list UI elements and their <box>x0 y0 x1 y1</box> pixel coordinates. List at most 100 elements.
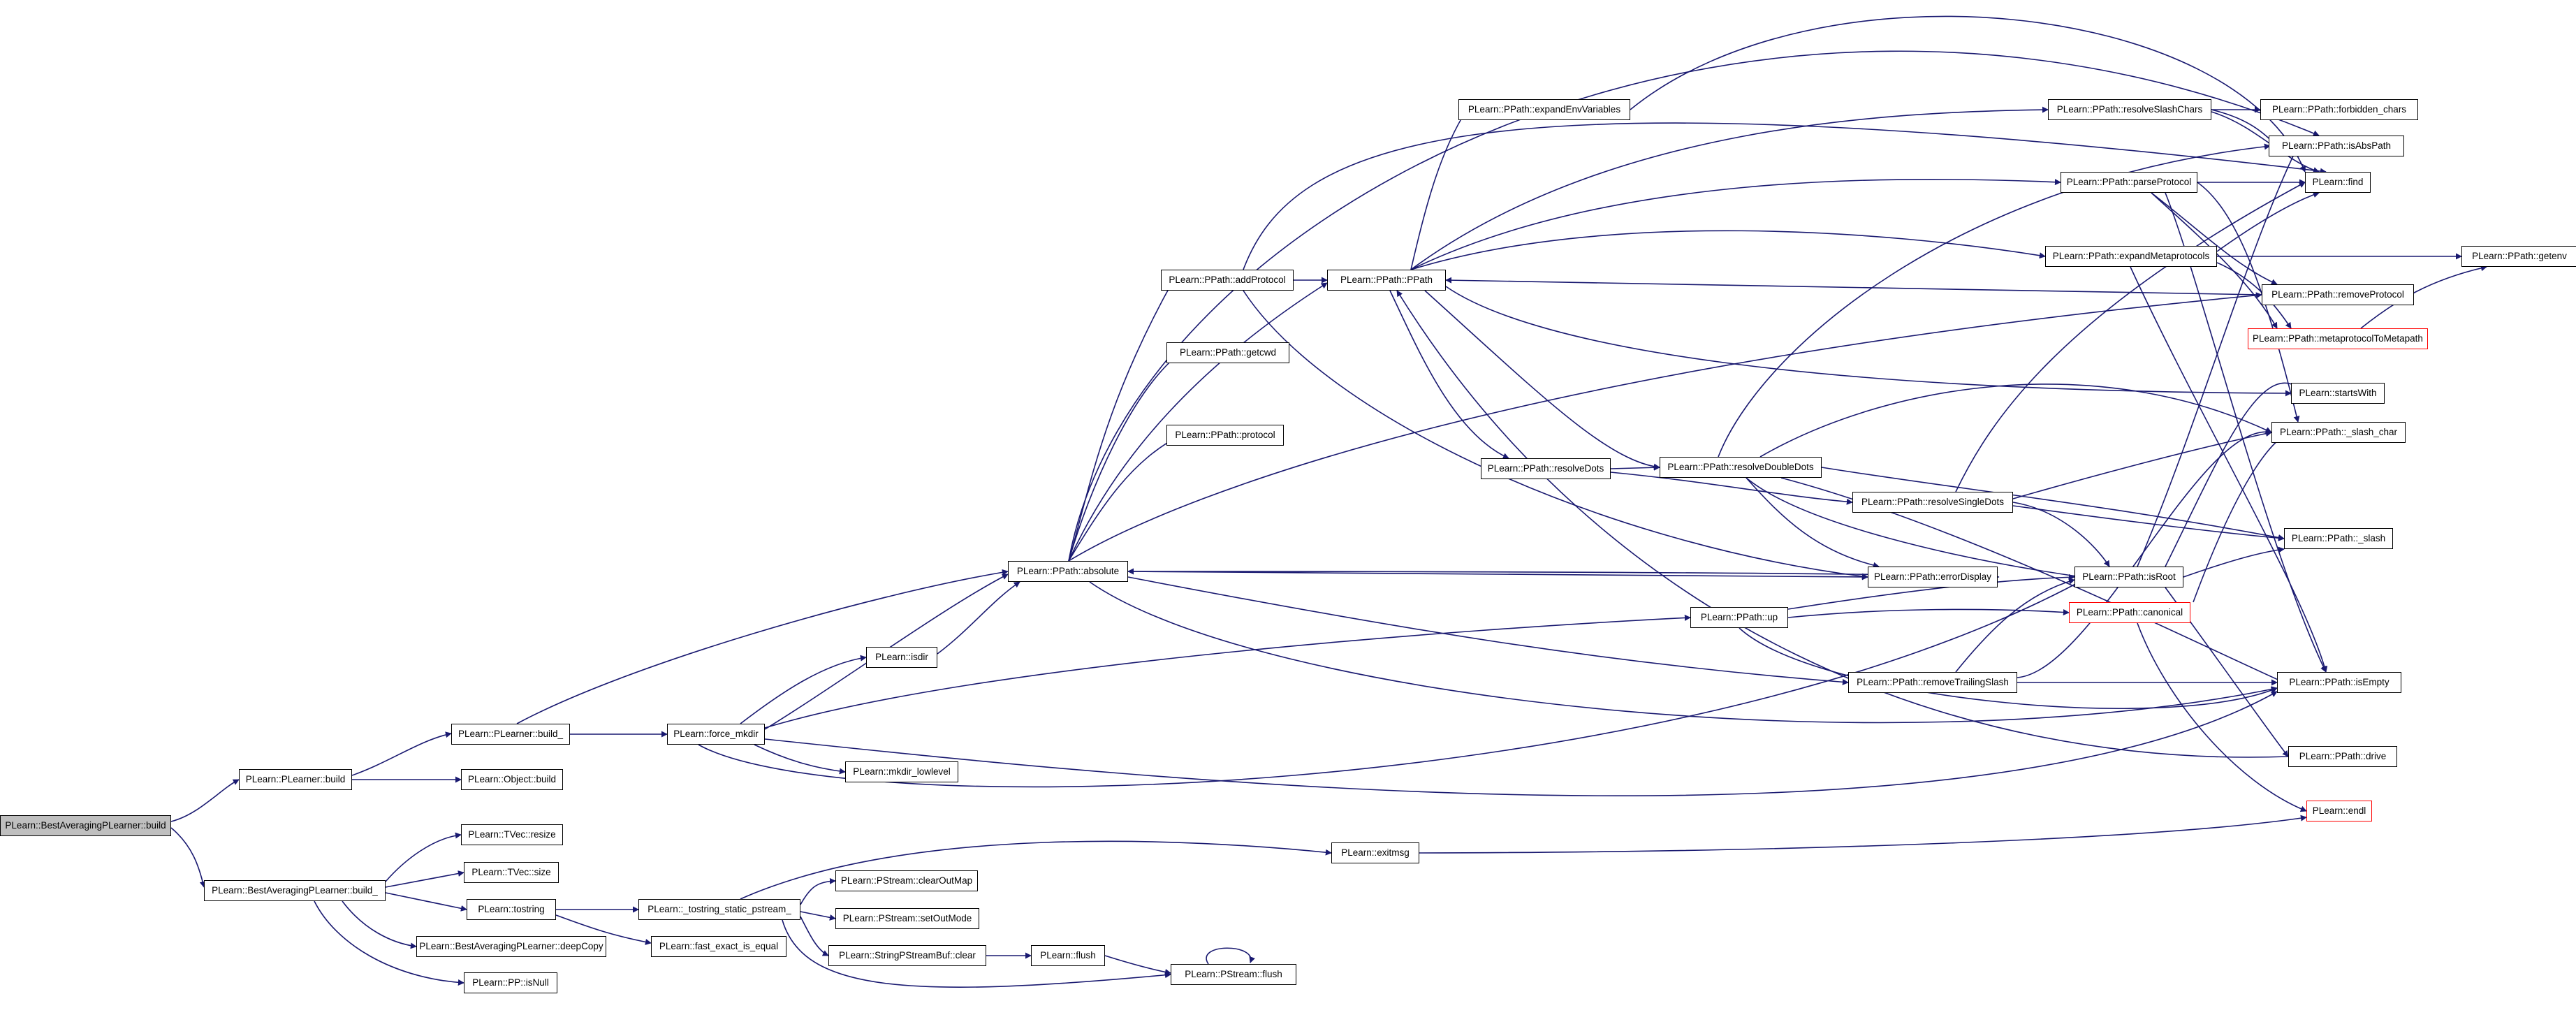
node-ppath-resolveslashchars[interactable]: PLearn::PPath::resolveSlashChars <box>2048 99 2211 120</box>
call-edge <box>1068 292 2262 562</box>
node-plearner-build-underscore[interactable]: PLearn::PLearner::build_ <box>451 724 570 745</box>
node-isdir[interactable]: PLearn::isdir <box>866 647 937 668</box>
node-ppath-isempty[interactable]: PLearn::PPath::isEmpty <box>2277 672 2401 693</box>
node-force-mkdir[interactable]: PLearn::force_mkdir <box>667 724 765 745</box>
node-ppath-isroot[interactable]: PLearn::PPath::isRoot <box>2074 567 2183 587</box>
call-edge <box>800 911 836 921</box>
node-flush[interactable]: PLearn::flush <box>1031 945 1105 966</box>
call-edge <box>698 576 2089 788</box>
call-edge <box>2183 546 2285 578</box>
node-bestaveraging-deepcopy[interactable]: PLearn::BestAveragingPLearner::deepCopy <box>416 936 606 957</box>
node-fast-exact-is-equal[interactable]: PLearn::fast_exact_is_equal <box>651 936 786 957</box>
call-edge <box>764 614 1691 729</box>
node-pstream-clearoutmap[interactable]: PLearn::PStream::clearOutMap <box>835 870 978 891</box>
call-edge <box>1955 182 2306 492</box>
node-startswith[interactable]: PLearn::startsWith <box>2291 383 2385 404</box>
node-ppath-removeprotocol[interactable]: PLearn::PPath::removeProtocol <box>2262 284 2414 305</box>
call-edge <box>342 900 417 949</box>
node-ppath-protocol[interactable]: PLearn::PPath::protocol <box>1166 425 1284 446</box>
call-edge <box>351 731 452 776</box>
node-ppath-expandenvvariables[interactable]: PLearn::PPath::expandEnvVariables <box>1458 99 1630 120</box>
call-edge <box>1718 143 2271 458</box>
call-edge <box>385 832 462 882</box>
node-tvec-size[interactable]: PLearn::TVec::size <box>464 862 559 883</box>
call-edge <box>1410 106 2049 270</box>
node-ppath-resolvedots[interactable]: PLearn::PPath::resolveDots <box>1481 458 1611 479</box>
node-ppath-removetrailingslash[interactable]: PLearn::PPath::removeTrailingSlash <box>1848 672 2017 693</box>
node-ppath-getenv[interactable]: PLearn::PPath::getenv <box>2461 246 2576 267</box>
call-edge <box>1630 15 2306 173</box>
node-ppath-isabspath[interactable]: PLearn::PPath::isAbsPath <box>2269 136 2404 156</box>
call-edge <box>1243 122 2327 270</box>
call-edge <box>2360 265 2487 329</box>
node-mkdir-lowlevel[interactable]: PLearn::mkdir_lowlevel <box>845 761 958 782</box>
node-ppath-parseprotocol[interactable]: PLearn::PPath::parseProtocol <box>2061 172 2197 193</box>
node-exitmsg[interactable]: PLearn::exitmsg <box>1331 842 1419 863</box>
node-tostring[interactable]: PLearn::tostring <box>467 899 556 920</box>
node-ppath-getcwd[interactable]: PLearn::PPath::getcwd <box>1166 342 1289 363</box>
node-ppath-resolvesingledots[interactable]: PLearn::PPath::resolveSingleDots <box>1852 492 2013 513</box>
node-ppath-expandmetaprotocols[interactable]: PLearn::PPath::expandMetaprotocols <box>2045 246 2217 267</box>
node-ppath-slash[interactable]: PLearn::PPath::_slash <box>2284 528 2393 549</box>
node-bestaveraging-build[interactable]: PLearn::BestAveragingPLearner::build <box>0 815 171 836</box>
call-edge <box>170 827 206 888</box>
call-edge <box>1068 282 1328 562</box>
call-edge <box>2012 430 2272 499</box>
node-stringpstreambuf-clear[interactable]: PLearn::StringPStreamBuf::clear <box>828 945 986 966</box>
call-edge <box>764 691 2278 796</box>
node-ppath-drive[interactable]: PLearn::PPath::drive <box>2288 746 2397 767</box>
call-edge <box>170 779 240 822</box>
call-edge <box>1127 576 1849 685</box>
call-edge <box>1396 290 2289 758</box>
call-edge <box>1068 279 1174 562</box>
node-endl[interactable]: PLearn::endl <box>2306 801 2372 822</box>
call-edge <box>1127 571 1868 580</box>
call-edge <box>1089 581 2278 724</box>
node-ppath-resolvedoubledots[interactable]: PLearn::PPath::resolveDoubleDots <box>1660 457 1822 478</box>
call-edge <box>1104 955 1171 975</box>
node-pstream-setoutmode[interactable]: PLearn::PStream::setOutMode <box>835 908 979 929</box>
call-edge <box>1419 815 2307 854</box>
call-edge <box>1739 627 2278 710</box>
call-edge <box>1759 384 2272 458</box>
call-edge <box>2151 192 2278 285</box>
node-ppath-slash-char[interactable]: PLearn::PPath::_slash_char <box>2271 422 2406 443</box>
call-edge <box>2197 182 2300 423</box>
node-ppath-forbidden-chars[interactable]: PLearn::PPath::forbidden_chars <box>2260 99 2418 120</box>
node-pp-isnull[interactable]: PLearn::PP::isNull <box>464 972 557 993</box>
node-plearner-build[interactable]: PLearn::PLearner::build <box>239 769 352 790</box>
call-edge <box>2151 192 2278 329</box>
node-pstream-flush[interactable]: PLearn::PStream::flush <box>1171 964 1296 985</box>
call-edge <box>1445 286 2292 397</box>
node-bestaveraging-build-underscore[interactable]: PLearn::BestAveragingPLearner::build_ <box>204 880 386 901</box>
call-edge <box>1746 477 2082 580</box>
call-edge <box>2165 382 2306 567</box>
node-ppath-absolute[interactable]: PLearn::PPath::absolute <box>1008 561 1128 582</box>
node-ppath-canonical[interactable]: PLearn::PPath::canonical <box>2069 602 2190 623</box>
call-edge <box>1821 467 2285 541</box>
node-ppath-up[interactable]: PLearn::PPath::up <box>1690 607 1788 628</box>
call-edge <box>2137 622 2307 812</box>
node-tostring-static-pstream[interactable]: PLearn::_tostring_static_pstream_ <box>638 899 800 920</box>
call-edge <box>754 744 846 775</box>
call-edge <box>800 916 829 956</box>
call-edge <box>1410 109 1468 270</box>
call-edge <box>385 892 467 912</box>
node-ppath-ppath[interactable]: PLearn::PPath::PPath <box>1327 270 1446 291</box>
node-ppath-metaprotocoltometapath[interactable]: PLearn::PPath::metaprotocolToMetapath <box>2248 328 2428 349</box>
node-ppath-addprotocol[interactable]: PLearn::PPath::addProtocol <box>1161 270 1294 291</box>
call-edge <box>1787 574 2075 610</box>
call-edge <box>937 581 1020 655</box>
call-edge <box>2017 428 2272 678</box>
call-edge <box>314 900 464 986</box>
call-edge <box>1068 352 1181 562</box>
node-object-build[interactable]: PLearn::Object::build <box>461 769 563 790</box>
call-edge <box>1610 472 1853 505</box>
call-edge <box>1410 178 2061 270</box>
call-edge <box>740 840 1332 900</box>
call-edge <box>2137 145 2299 567</box>
node-ppath-errordisplay[interactable]: PLearn::PPath::errorDisplay <box>1868 567 1998 587</box>
node-tvec-resize[interactable]: PLearn::TVec::resize <box>461 824 563 845</box>
node-find[interactable]: PLearn::find <box>2305 172 2371 193</box>
